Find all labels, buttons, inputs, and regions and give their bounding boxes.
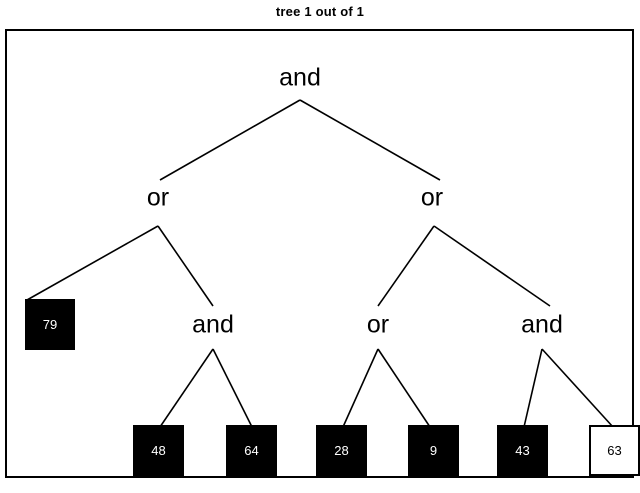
leaf-node-leaf-43[interactable]: 43 — [497, 425, 548, 476]
operator-node-or-left[interactable]: or — [146, 183, 170, 212]
operator-node-or-right[interactable]: or — [420, 183, 444, 212]
tree-canvas-frame — [5, 29, 634, 478]
operator-node-root[interactable]: and — [279, 63, 321, 92]
page-title: tree 1 out of 1 — [275, 4, 365, 19]
leaf-node-leaf-9[interactable]: 9 — [408, 425, 459, 476]
operator-node-and-r2[interactable]: and — [521, 310, 563, 339]
leaf-node-leaf-48[interactable]: 48 — [133, 425, 184, 476]
leaf-node-leaf-64[interactable]: 64 — [226, 425, 277, 476]
leaf-node-leaf-28[interactable]: 28 — [316, 425, 367, 476]
leaf-node-leaf-79[interactable]: 79 — [25, 299, 75, 350]
operator-node-and-l2[interactable]: and — [192, 310, 234, 339]
operator-node-or-r1[interactable]: or — [366, 310, 390, 339]
leaf-node-leaf-63[interactable]: 63 — [589, 425, 640, 476]
